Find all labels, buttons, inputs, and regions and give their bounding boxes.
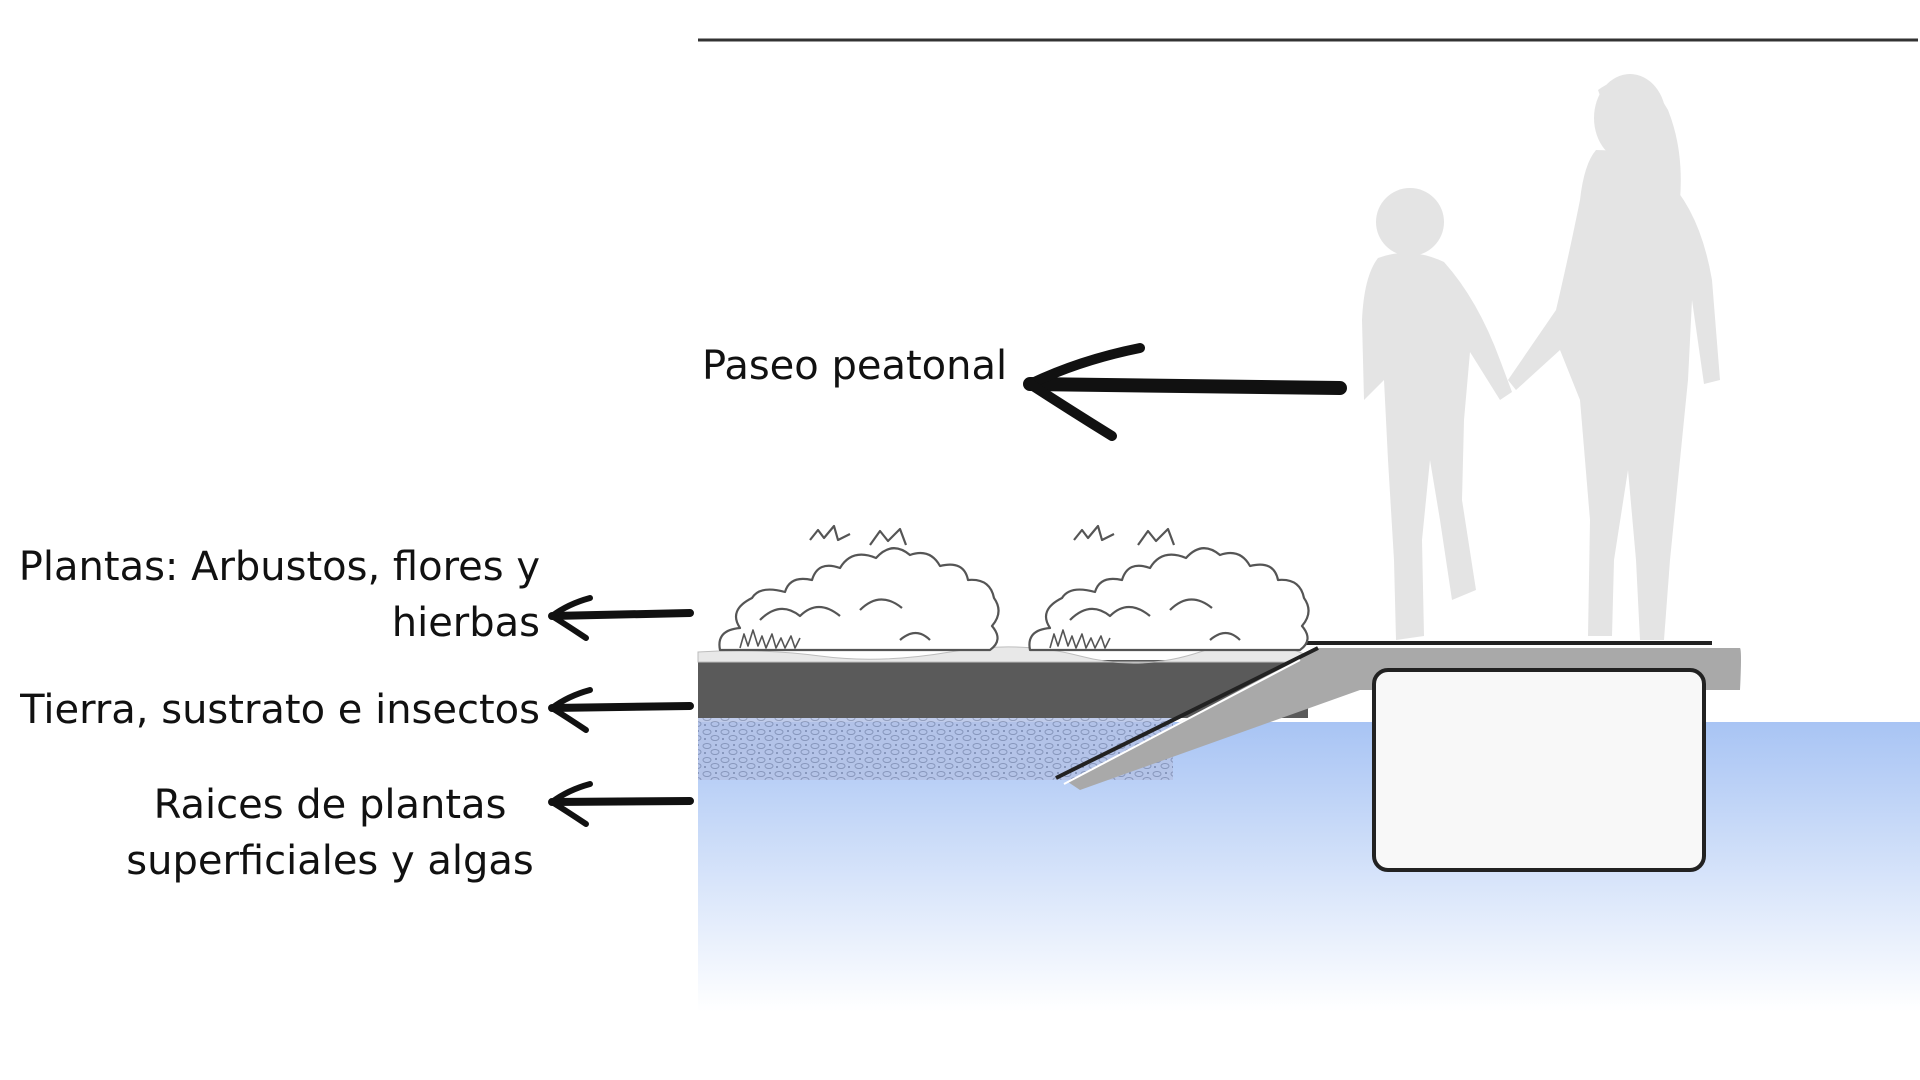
- people-silhouette: [1362, 74, 1720, 640]
- shrub-left: [718, 524, 1000, 652]
- ramp-edge-inner: [1063, 659, 1301, 785]
- label-plants-line1: Plantas: Arbustos, flores y: [18, 544, 540, 590]
- label-walkway-text: Paseo peatonal: [702, 343, 1008, 389]
- label-roots-line2: superficiales y algas: [126, 838, 534, 884]
- label-roots-line1: Raices de plantas: [153, 782, 507, 828]
- arrow-plants: [548, 595, 694, 641]
- arrow-soil: [548, 687, 694, 733]
- arrow-roots: [548, 781, 694, 827]
- shrub-right: [1028, 524, 1310, 652]
- ramp-edge: [1055, 646, 1319, 780]
- label-plants-line2: hierbas: [391, 600, 540, 646]
- label-soil: Tierra, sustrato e insectos: [0, 682, 540, 738]
- float-pontoon: [1372, 668, 1706, 872]
- label-roots: Raices de plantas superficiales y algas: [110, 777, 550, 889]
- label-walkway: Paseo peatonal: [702, 338, 1007, 394]
- arrow-walkway: [1023, 343, 1347, 441]
- label-soil-text: Tierra, sustrato e insectos: [20, 687, 540, 733]
- label-plants: Plantas: Arbustos, flores y hierbas: [0, 539, 540, 651]
